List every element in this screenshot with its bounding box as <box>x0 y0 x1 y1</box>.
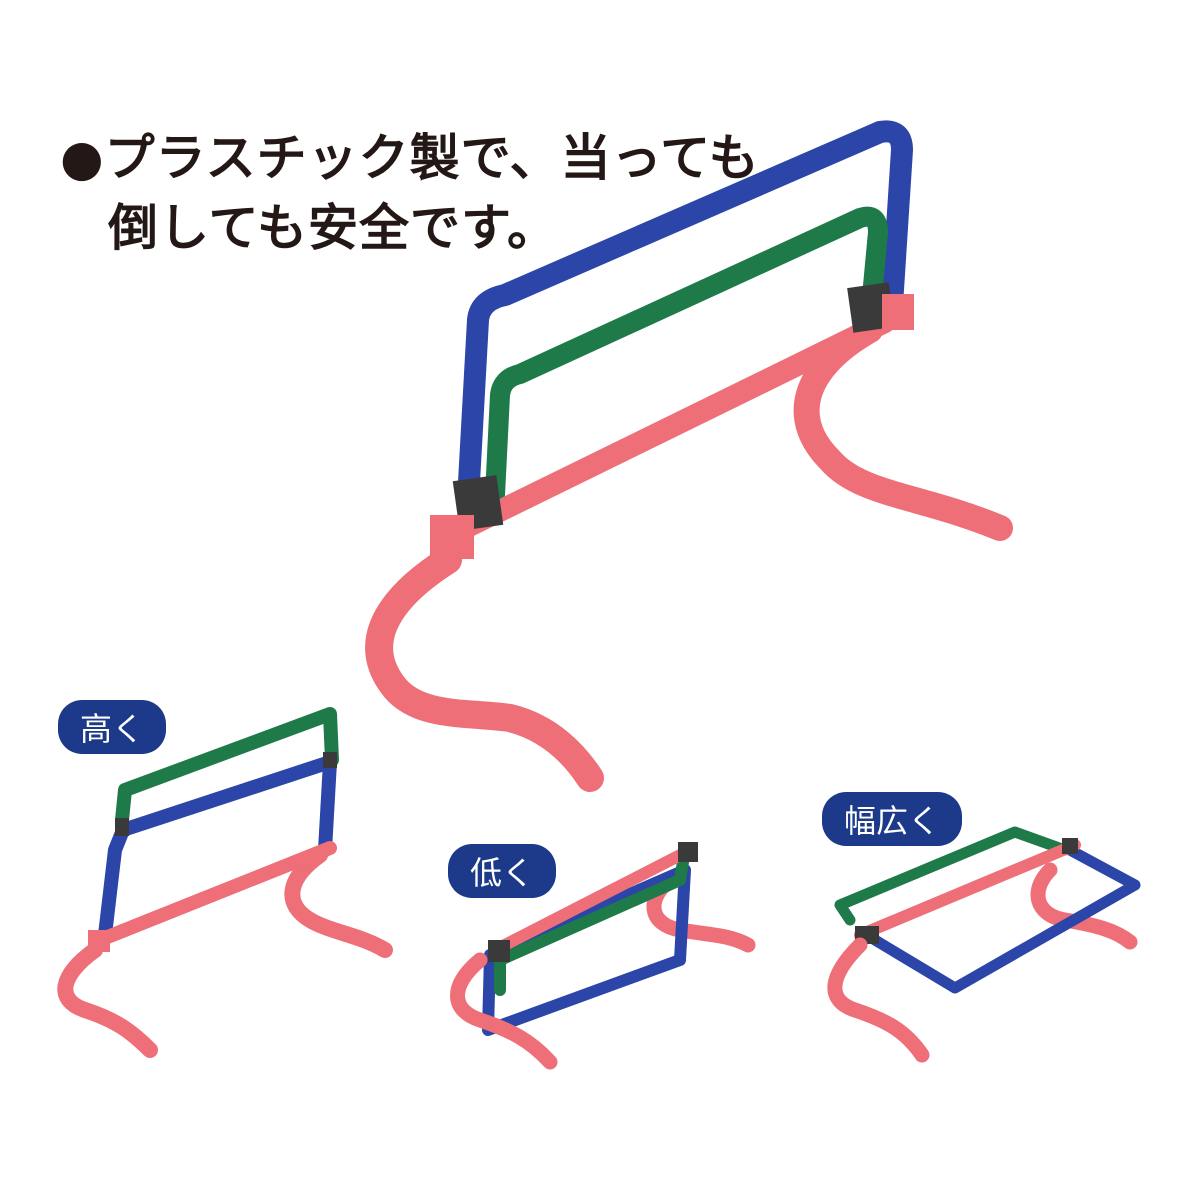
wide-hurdle <box>827 826 1141 1063</box>
badge-low: 低く <box>448 844 557 898</box>
headline-line-2: 倒しても安全です。 <box>108 199 558 257</box>
headline-line-1: ●プラスチック製で、当っても <box>60 129 760 187</box>
badge-high: 高く <box>58 700 167 754</box>
main-blue-frame <box>457 120 913 511</box>
main-hurdle <box>365 120 1013 792</box>
low-hurdle <box>450 842 756 1070</box>
main-left-leg <box>365 546 604 792</box>
high-hurdle <box>57 707 393 1058</box>
main-pink-bar <box>454 311 896 539</box>
main-block-right <box>882 294 914 330</box>
main-green-frame <box>484 206 888 525</box>
main-right-leg <box>793 317 1013 541</box>
badge-wide: 幅広く <box>822 792 963 846</box>
